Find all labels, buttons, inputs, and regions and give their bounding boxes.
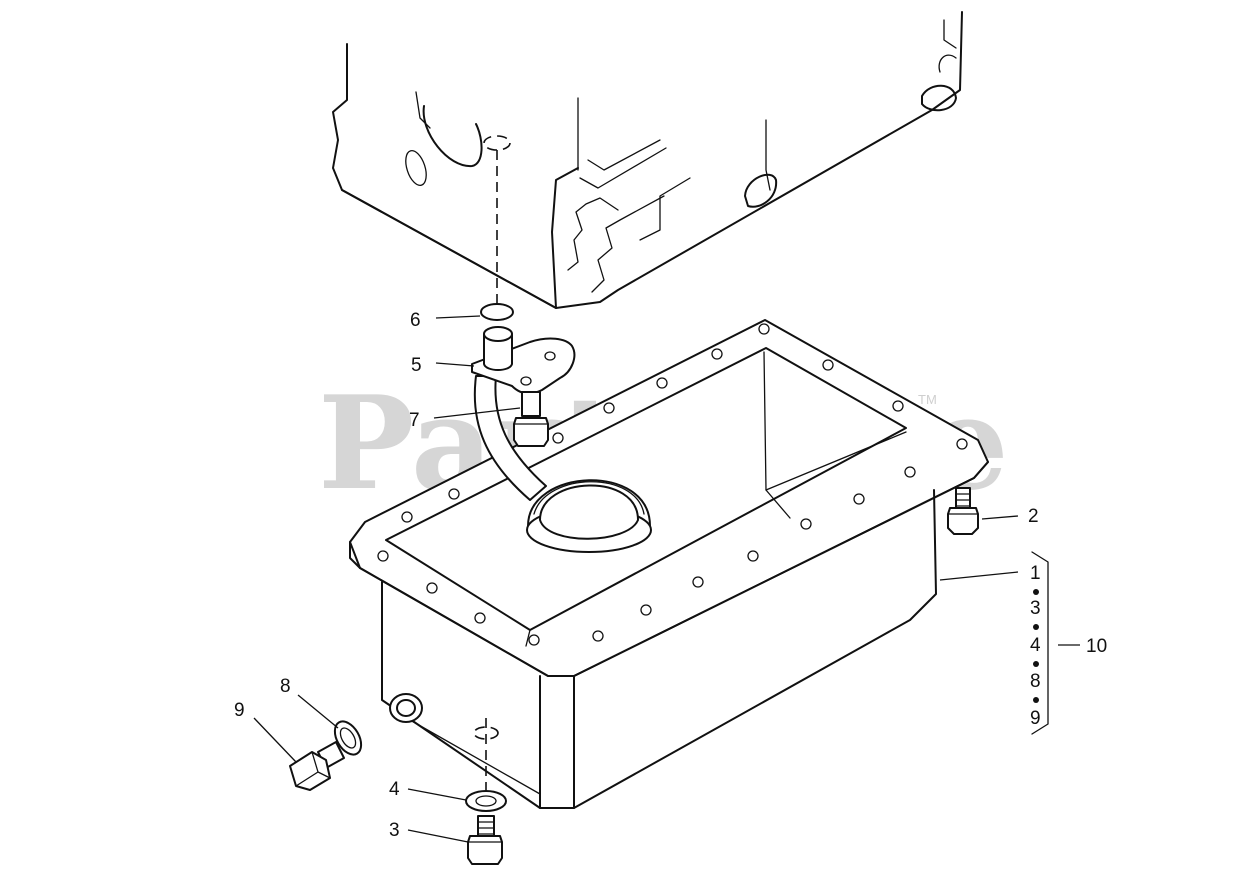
oil-strainer-assembly	[473, 375, 652, 553]
flange-bolt-holes	[377, 323, 968, 646]
drain-washer-side	[333, 720, 363, 756]
callout-5: 5	[411, 355, 422, 376]
callout-9: 9	[234, 700, 245, 721]
strainer-bolt	[513, 391, 549, 447]
callout-8: 8	[280, 676, 291, 697]
drain-plug-side	[289, 741, 345, 791]
engine-block	[332, 11, 963, 309]
kit-item-4: 4	[1030, 635, 1041, 656]
callout-4: 4	[389, 779, 400, 800]
watermark-trademark: TM	[918, 392, 937, 407]
kit-item-8: 8	[1030, 671, 1041, 692]
callout-3: 3	[389, 820, 400, 841]
kit-item-3: 3	[1030, 598, 1041, 619]
kit-item-1: 1	[1030, 563, 1041, 584]
drain-washer-bottom	[465, 790, 507, 812]
pickup-tube-flange	[471, 326, 576, 395]
kit-group-list: 1 3 4 8 9	[1030, 563, 1041, 729]
callout-7: 7	[409, 410, 420, 431]
kit-item-9: 9	[1030, 708, 1041, 729]
leader-lines	[253, 315, 1080, 843]
oil-pan	[349, 319, 989, 809]
drain-plug-bottom	[467, 815, 503, 865]
pan-bolt-right	[947, 487, 979, 535]
o-ring	[480, 303, 514, 321]
kit-bullet	[1033, 624, 1039, 630]
callout-labels: 6 5 7 2 8 9 4 3 10	[234, 310, 1107, 841]
kit-bullet	[1033, 661, 1039, 667]
callout-6: 6	[410, 310, 421, 331]
callout-10: 10	[1086, 636, 1107, 657]
kit-bullet	[1033, 697, 1039, 703]
drain-hole	[473, 726, 499, 740]
callout-2: 2	[1028, 506, 1039, 527]
kit-bullet	[1033, 589, 1039, 595]
